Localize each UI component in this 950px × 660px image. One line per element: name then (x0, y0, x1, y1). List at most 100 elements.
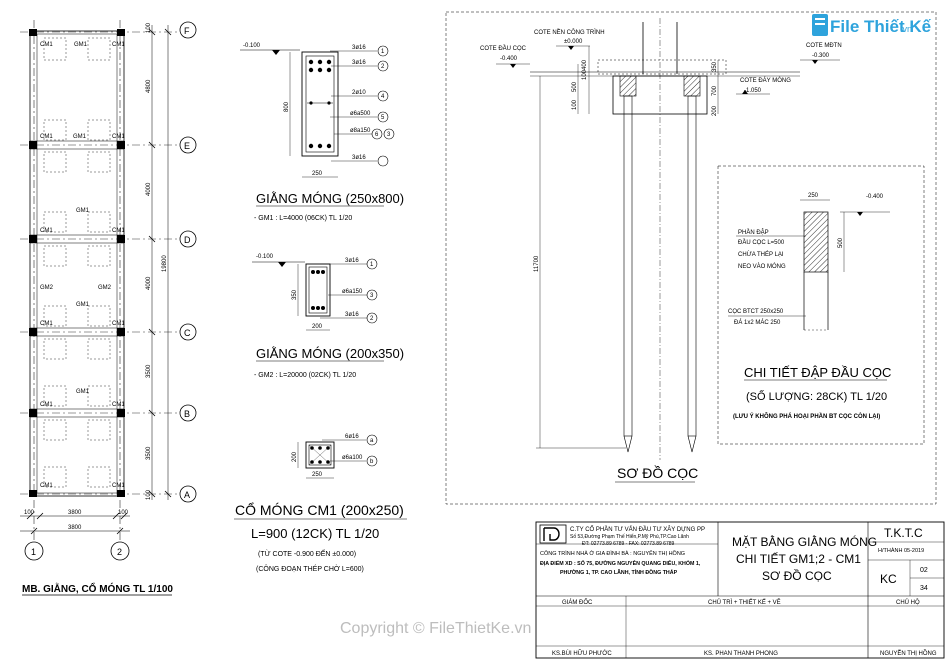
svg-text:CM1: CM1 (40, 483, 53, 489)
svg-text:-1.050: -1.050 (744, 88, 762, 94)
svg-text:CM1: CM1 (40, 321, 53, 327)
svg-text:4000: 4000 (146, 276, 152, 290)
svg-text:6ø16: 6ø16 (345, 434, 359, 440)
svg-text:ĐT: 02773.89 6789 - FAX: 02773: ĐT: 02773.89 6789 - FAX: 02773.89 6789 (582, 541, 675, 547)
svg-text:CM1: CM1 (112, 228, 125, 234)
svg-text:3: 3 (370, 293, 374, 299)
svg-text:100: 100 (146, 489, 152, 500)
svg-text:250: 250 (808, 193, 819, 199)
svg-text:3: 3 (387, 132, 391, 138)
svg-text:File Thiết Kế: File Thiết Kế (830, 17, 932, 36)
svg-text:CM1: CM1 (112, 134, 125, 140)
svg-text:B: B (184, 409, 190, 419)
svg-text:100: 100 (118, 510, 129, 516)
svg-text:NGUYỄN THỊ HỒNG: NGUYỄN THỊ HỒNG (880, 650, 937, 657)
column-neck-section: 6ø16 ø6a100 a b 200 250 CỔ MÓNG CM1 (200… (234, 434, 407, 573)
svg-text:3ø16: 3ø16 (345, 312, 359, 318)
svg-text:E: E (184, 141, 190, 151)
axis-bubble-2: 2 (117, 547, 122, 557)
svg-text:SƠ ĐỒ CỌC: SƠ ĐỒ CỌC (762, 568, 832, 583)
svg-text:CỌC BTCT 250x250: CỌC BTCT 250x250 (728, 309, 784, 315)
svg-text:C: C (184, 328, 191, 338)
svg-text:200: 200 (712, 105, 718, 116)
svg-text:COTE MĐTN: COTE MĐTN (806, 43, 842, 49)
svg-text:COTE NỀN CÔNG TRÌNH: COTE NỀN CÔNG TRÌNH (534, 29, 605, 36)
svg-text:PHẦN ĐẬP: PHẦN ĐẬP (738, 229, 769, 236)
svg-text:3800: 3800 (68, 525, 82, 531)
axis-bubble-1: 1 (31, 547, 36, 557)
svg-text:CHỦ HỘ: CHỦ HỘ (896, 599, 920, 606)
svg-text:CÔNG TRÌNH NHÀ Ở GIA ĐÌNH BÀ :: CÔNG TRÌNH NHÀ Ở GIA ĐÌNH BÀ : NGUYỄN TH… (540, 550, 685, 557)
svg-text:34: 34 (920, 585, 928, 592)
svg-text:800: 800 (284, 101, 290, 112)
svg-text:GM2: GM2 (98, 285, 112, 291)
svg-text:250: 250 (312, 171, 323, 177)
svg-text:3500: 3500 (146, 446, 152, 460)
svg-text:CM1: CM1 (112, 321, 125, 327)
svg-text:400: 400 (582, 59, 588, 70)
company-logo (539, 524, 567, 544)
svg-text:- GM2 : L=20000 (02CK) TL 1/20: - GM2 : L=20000 (02CK) TL 1/20 (254, 372, 356, 379)
svg-text:02: 02 (920, 567, 928, 574)
svg-text:2ø10: 2ø10 (352, 90, 366, 96)
svg-text:500: 500 (838, 237, 844, 248)
gm200-title: GIẰNG MÓNG (200x350) (256, 346, 404, 361)
svg-text:CM1: CM1 (112, 483, 125, 489)
gm1-label: GM1 (74, 42, 88, 48)
plan-title: MB. GIẰNG, CỔ MÓNG TL 1/100 (22, 582, 173, 595)
watermark: Copyright © FileThietKe.vn (340, 620, 531, 637)
svg-text:GM1: GM1 (73, 134, 87, 140)
svg-text:CHỪA THÉP LẠI: CHỪA THÉP LẠI (738, 251, 784, 258)
svg-text:1: 1 (381, 49, 385, 55)
svg-text:Số 53,Đường Phạm Thế Hiển,P.Mỹ: Số 53,Đường Phạm Thế Hiển,P.Mỹ Phú,TP.Ca… (570, 533, 689, 540)
svg-text:- GM1 : L=4000 (06CK) TL 1/20: - GM1 : L=4000 (06CK) TL 1/20 (254, 215, 352, 222)
beam-section-200x350: -0.100 3ø16 ø6a150 3ø16 1 3 2 350 200 GI… (252, 254, 404, 379)
svg-text:3ø16: 3ø16 (352, 155, 366, 161)
svg-text:KS. PHAN THANH PHONG: KS. PHAN THANH PHONG (704, 651, 778, 657)
svg-text:-0.400: -0.400 (866, 194, 884, 200)
svg-text:-0.400: -0.400 (500, 56, 518, 62)
svg-text:CM1: CM1 (40, 42, 53, 48)
svg-text:PHƯỜNG 1, TP. CAO LÃNH, TỈNH Đ: PHƯỜNG 1, TP. CAO LÃNH, TỈNH ĐỒNG THÁP (560, 568, 678, 576)
svg-text:3ø16: 3ø16 (352, 45, 366, 51)
cm1-subtitle: L=900 (12CK) TL 1/20 (251, 526, 379, 541)
svg-text:5: 5 (381, 115, 385, 121)
svg-text:.vn: .vn (900, 24, 912, 34)
svg-text:D: D (184, 235, 191, 245)
svg-text:-0.100: -0.100 (256, 254, 274, 260)
svg-text:1: 1 (370, 262, 374, 268)
svg-text:500: 500 (572, 81, 578, 92)
svg-text:3ø16: 3ø16 (352, 60, 366, 66)
svg-text:19800: 19800 (162, 255, 168, 272)
svg-text:CHỦ TRÌ + THIẾT KẾ + VẼ: CHỦ TRÌ + THIẾT KẾ + VẼ (708, 599, 781, 606)
cm1-title: CỔ MÓNG CM1 (200x250) (235, 501, 404, 518)
svg-text:a: a (370, 438, 374, 444)
svg-text:GM1: GM1 (76, 302, 90, 308)
svg-text:GM1: GM1 (76, 208, 90, 214)
svg-text:2: 2 (381, 64, 385, 70)
svg-text:CM1: CM1 (40, 228, 53, 234)
svg-text:±0.000: ±0.000 (564, 39, 583, 45)
svg-text:ĐỊA ĐIỂM XD : SỐ 75, ĐƯỜNG NGU: ĐỊA ĐIỂM XD : SỐ 75, ĐƯỜNG NGUYỄN QUANG … (540, 559, 701, 567)
svg-text:4: 4 (381, 94, 385, 100)
svg-text:100: 100 (582, 69, 588, 80)
svg-text:CM1: CM1 (40, 402, 53, 408)
svg-text:NEO VÀO MÓNG: NEO VÀO MÓNG (738, 263, 786, 270)
svg-text:11700: 11700 (534, 255, 540, 272)
svg-text:200: 200 (292, 451, 298, 462)
svg-text:200: 200 (312, 324, 323, 330)
svg-text:T.K.T.C: T.K.T.C (884, 526, 923, 540)
svg-text:CM1: CM1 (40, 134, 53, 140)
svg-text:(SỐ LƯỢNG: 28CK) TL 1/20: (SỐ LƯỢNG: 28CK) TL 1/20 (746, 389, 887, 403)
pile-title: SƠ ĐỒ CỌC (617, 464, 698, 481)
svg-text:100: 100 (24, 510, 35, 516)
svg-text:F: F (184, 26, 190, 36)
svg-text:MẶT BẰNG GIẰNG MÓNG: MẶT BẰNG GIẰNG MÓNG (732, 534, 877, 549)
svg-text:ø8a150: ø8a150 (350, 128, 371, 134)
svg-text:700: 700 (712, 85, 718, 96)
svg-text:GIÁM ĐỐC: GIÁM ĐỐC (562, 599, 593, 606)
svg-text:ø6a100: ø6a100 (342, 455, 363, 461)
svg-text:ø6a500: ø6a500 (350, 111, 371, 117)
svg-text:100: 100 (572, 99, 578, 110)
